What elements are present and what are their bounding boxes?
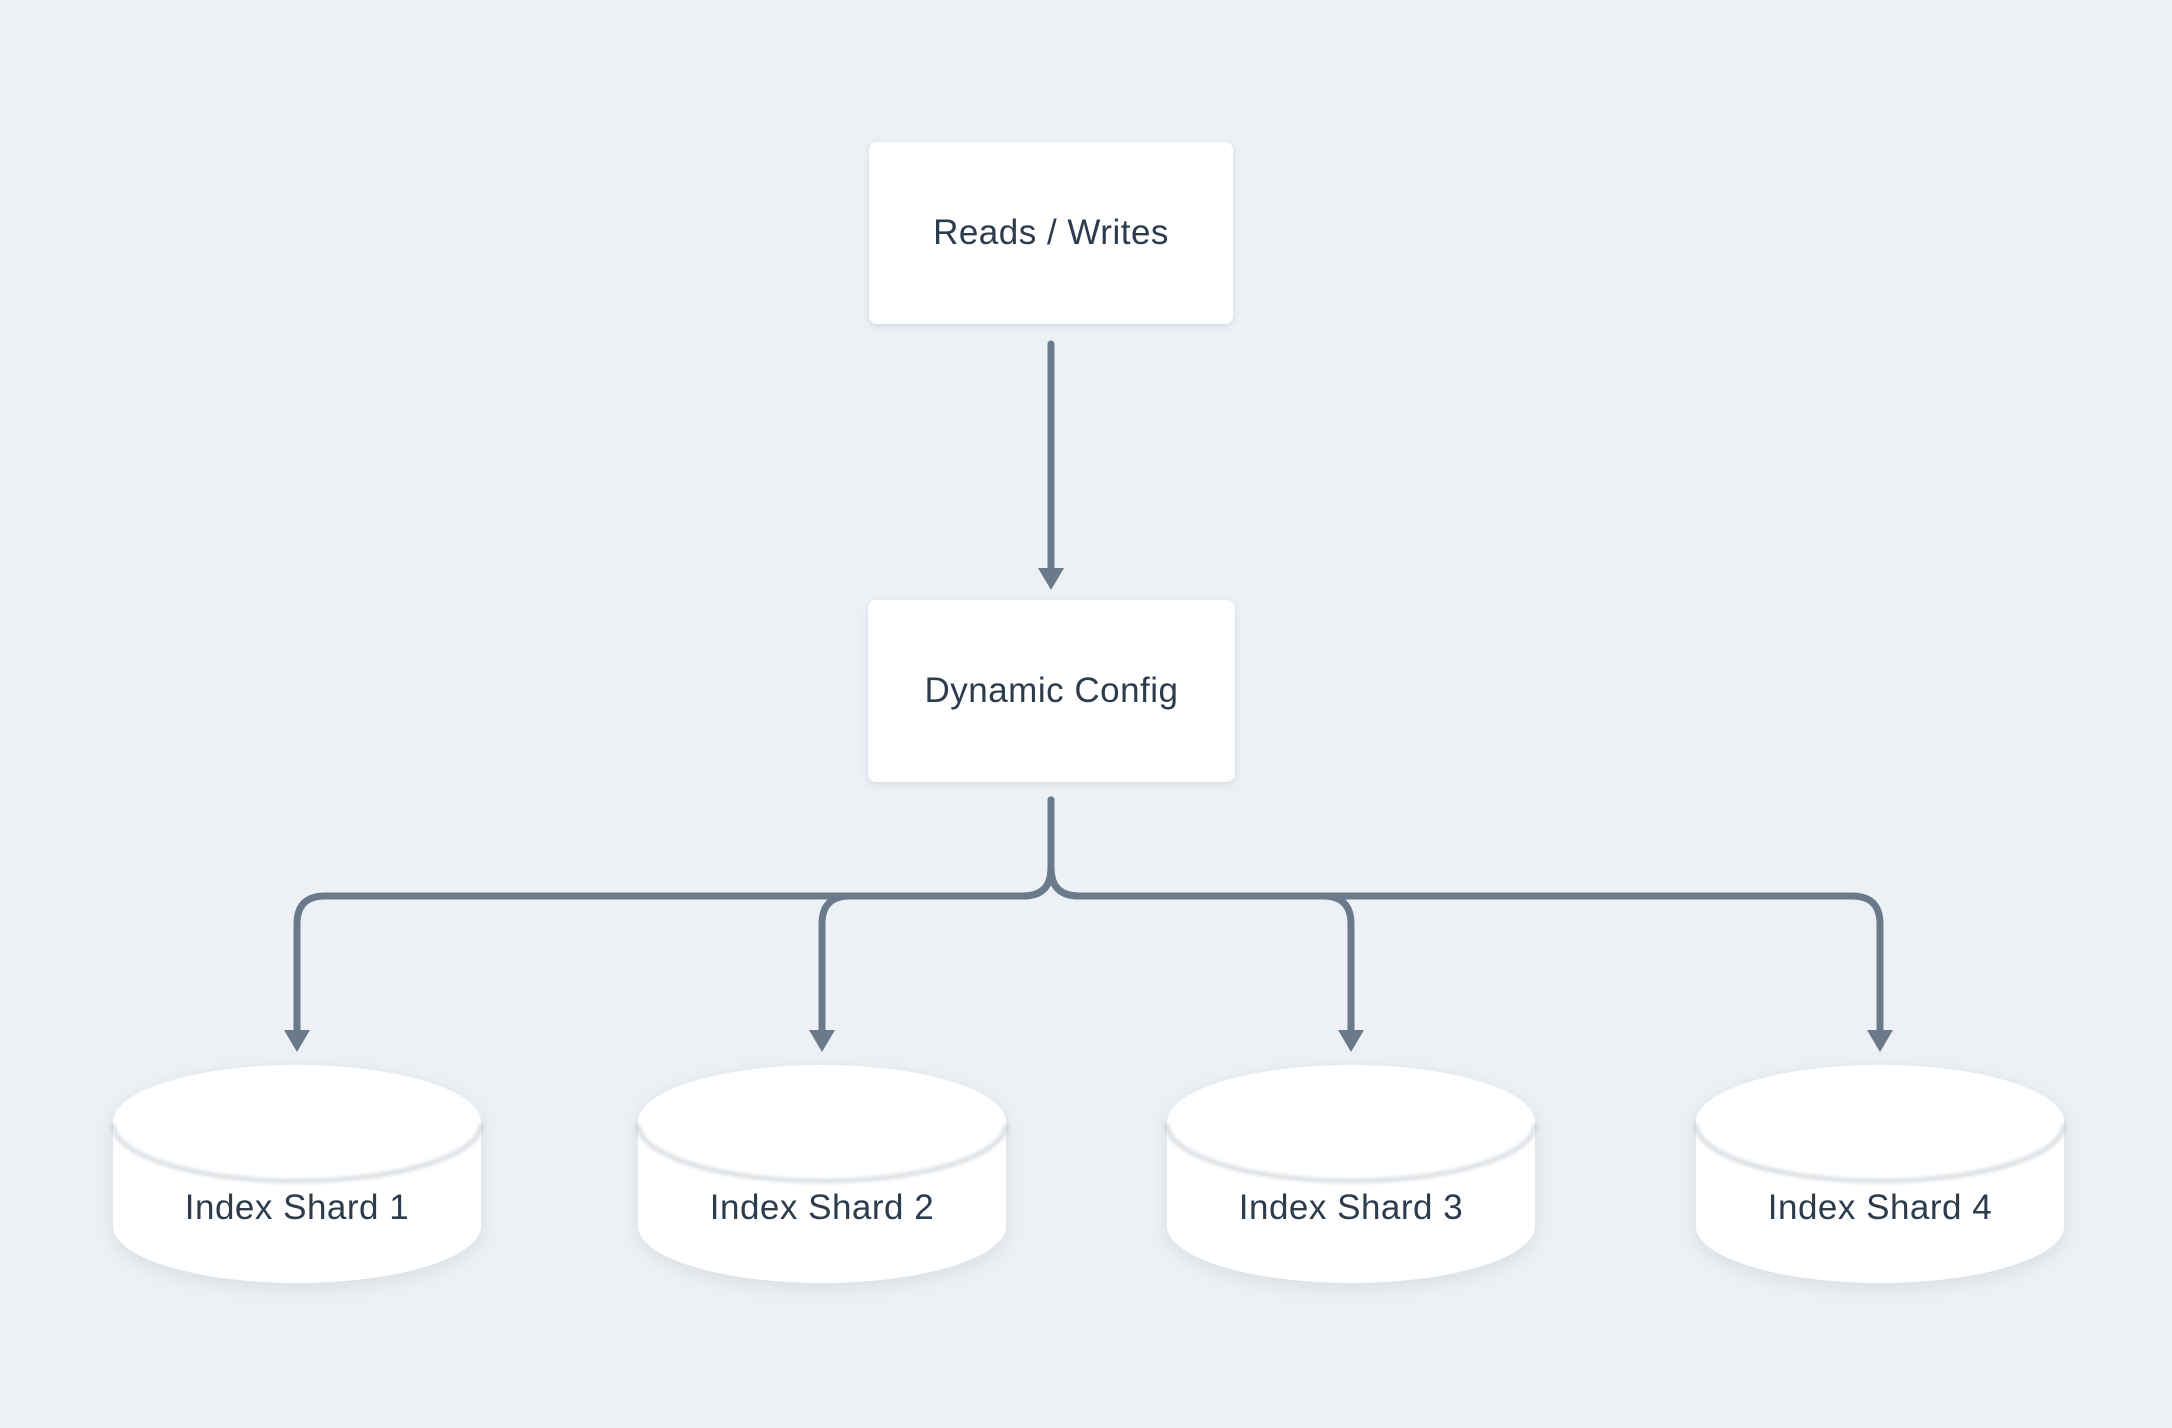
node-index-shard-2: Index Shard 2 [635, 1065, 1009, 1283]
database-cylinder-icon [638, 1065, 1006, 1283]
node-index-shard-1: Index Shard 1 [110, 1065, 484, 1283]
arrowhead-icon [1338, 1030, 1364, 1052]
edge-reads-writes-to-dynamic-config [1038, 340, 1064, 590]
shard-label: Index Shard 2 [710, 1188, 934, 1227]
node-dynamic-config: Dynamic Config [868, 600, 1235, 782]
edge-dynamic-config-to-shard-1 [284, 796, 1055, 1052]
arrowhead-icon [284, 1030, 310, 1052]
node-label: Dynamic Config [924, 671, 1179, 710]
cylinder-rim [110, 1123, 484, 1184]
arrowhead-icon [809, 1030, 835, 1052]
node-label: Reads / Writes [933, 213, 1169, 252]
edge-dynamic-config-to-shard-3 [1047, 796, 1364, 1052]
edge-dynamic-config-to-shard-4 [1047, 796, 1893, 1052]
shard-label: Index Shard 1 [185, 1188, 409, 1227]
database-cylinder-icon [1167, 1065, 1535, 1283]
arrowhead-icon [1038, 568, 1064, 590]
shard-label: Index Shard 3 [1239, 1188, 1463, 1227]
node-index-shard-3: Index Shard 3 [1164, 1065, 1538, 1283]
edge-line [1047, 796, 1355, 1034]
shard-label: Index Shard 4 [1768, 1188, 1992, 1227]
arrowhead-icon [1867, 1030, 1893, 1052]
cylinder-rim [635, 1123, 1009, 1184]
node-index-shard-4: Index Shard 4 [1693, 1065, 2067, 1283]
node-reads-writes: Reads / Writes [869, 142, 1233, 324]
database-cylinder-icon [113, 1065, 481, 1283]
edge-line [293, 796, 1055, 1034]
edge-dynamic-config-to-shard-2 [809, 796, 1055, 1052]
cylinder-rim [1693, 1123, 2067, 1184]
database-cylinder-icon [1696, 1065, 2064, 1283]
edge-line [1047, 796, 1884, 1034]
cylinder-rim [1164, 1123, 1538, 1184]
edge-line [818, 796, 1055, 1034]
